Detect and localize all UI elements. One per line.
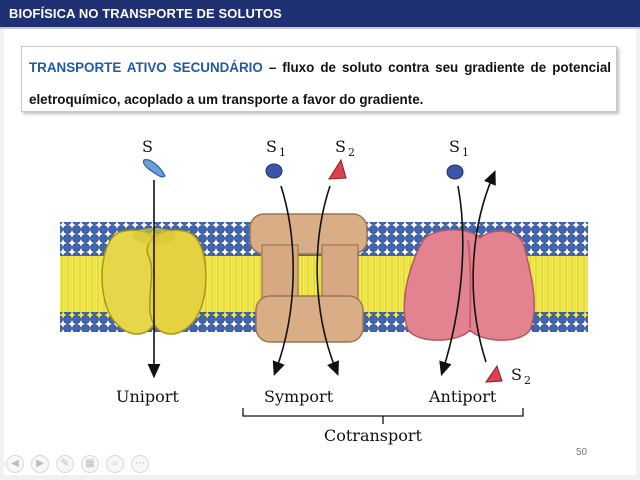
label-s1-symport: S [266,137,277,156]
label-s2-antiport-sub: 2 [524,374,531,387]
solute-s1-ball-symport [266,164,282,178]
solute-s-shape [143,160,165,177]
label-s1-symport-sub: 1 [279,146,286,159]
label-s1-antiport: S [449,137,460,156]
label-antiport: Antiport [428,387,497,406]
cotransport-bracket [243,408,523,424]
label-s1-antiport-sub: 1 [462,146,469,159]
label-s2-antiport: S [511,365,522,384]
label-s-uniport: S [142,137,153,156]
solute-s2-shape-antiport [486,366,502,382]
label-cotransport: Cotransport [324,426,423,445]
antiport-protein [404,230,534,340]
pen-icon[interactable]: ✎ [56,455,74,473]
solute-s1-ball-antiport [447,165,463,179]
slides-icon[interactable]: ▦ [81,455,99,473]
label-s2-symport: S [335,137,346,156]
more-icon[interactable]: ⋯ [131,455,149,473]
solute-s2-shape-symport [329,160,346,179]
label-uniport: Uniport [116,387,179,406]
slide-page-number: 50 [576,447,587,458]
zoom-icon[interactable]: ⌕ [106,455,124,473]
label-s2-symport-sub: 2 [348,146,355,159]
label-symport: Symport [264,387,334,406]
next-icon[interactable]: ▶ [31,455,49,473]
previous-icon[interactable]: ◀ [6,455,24,473]
